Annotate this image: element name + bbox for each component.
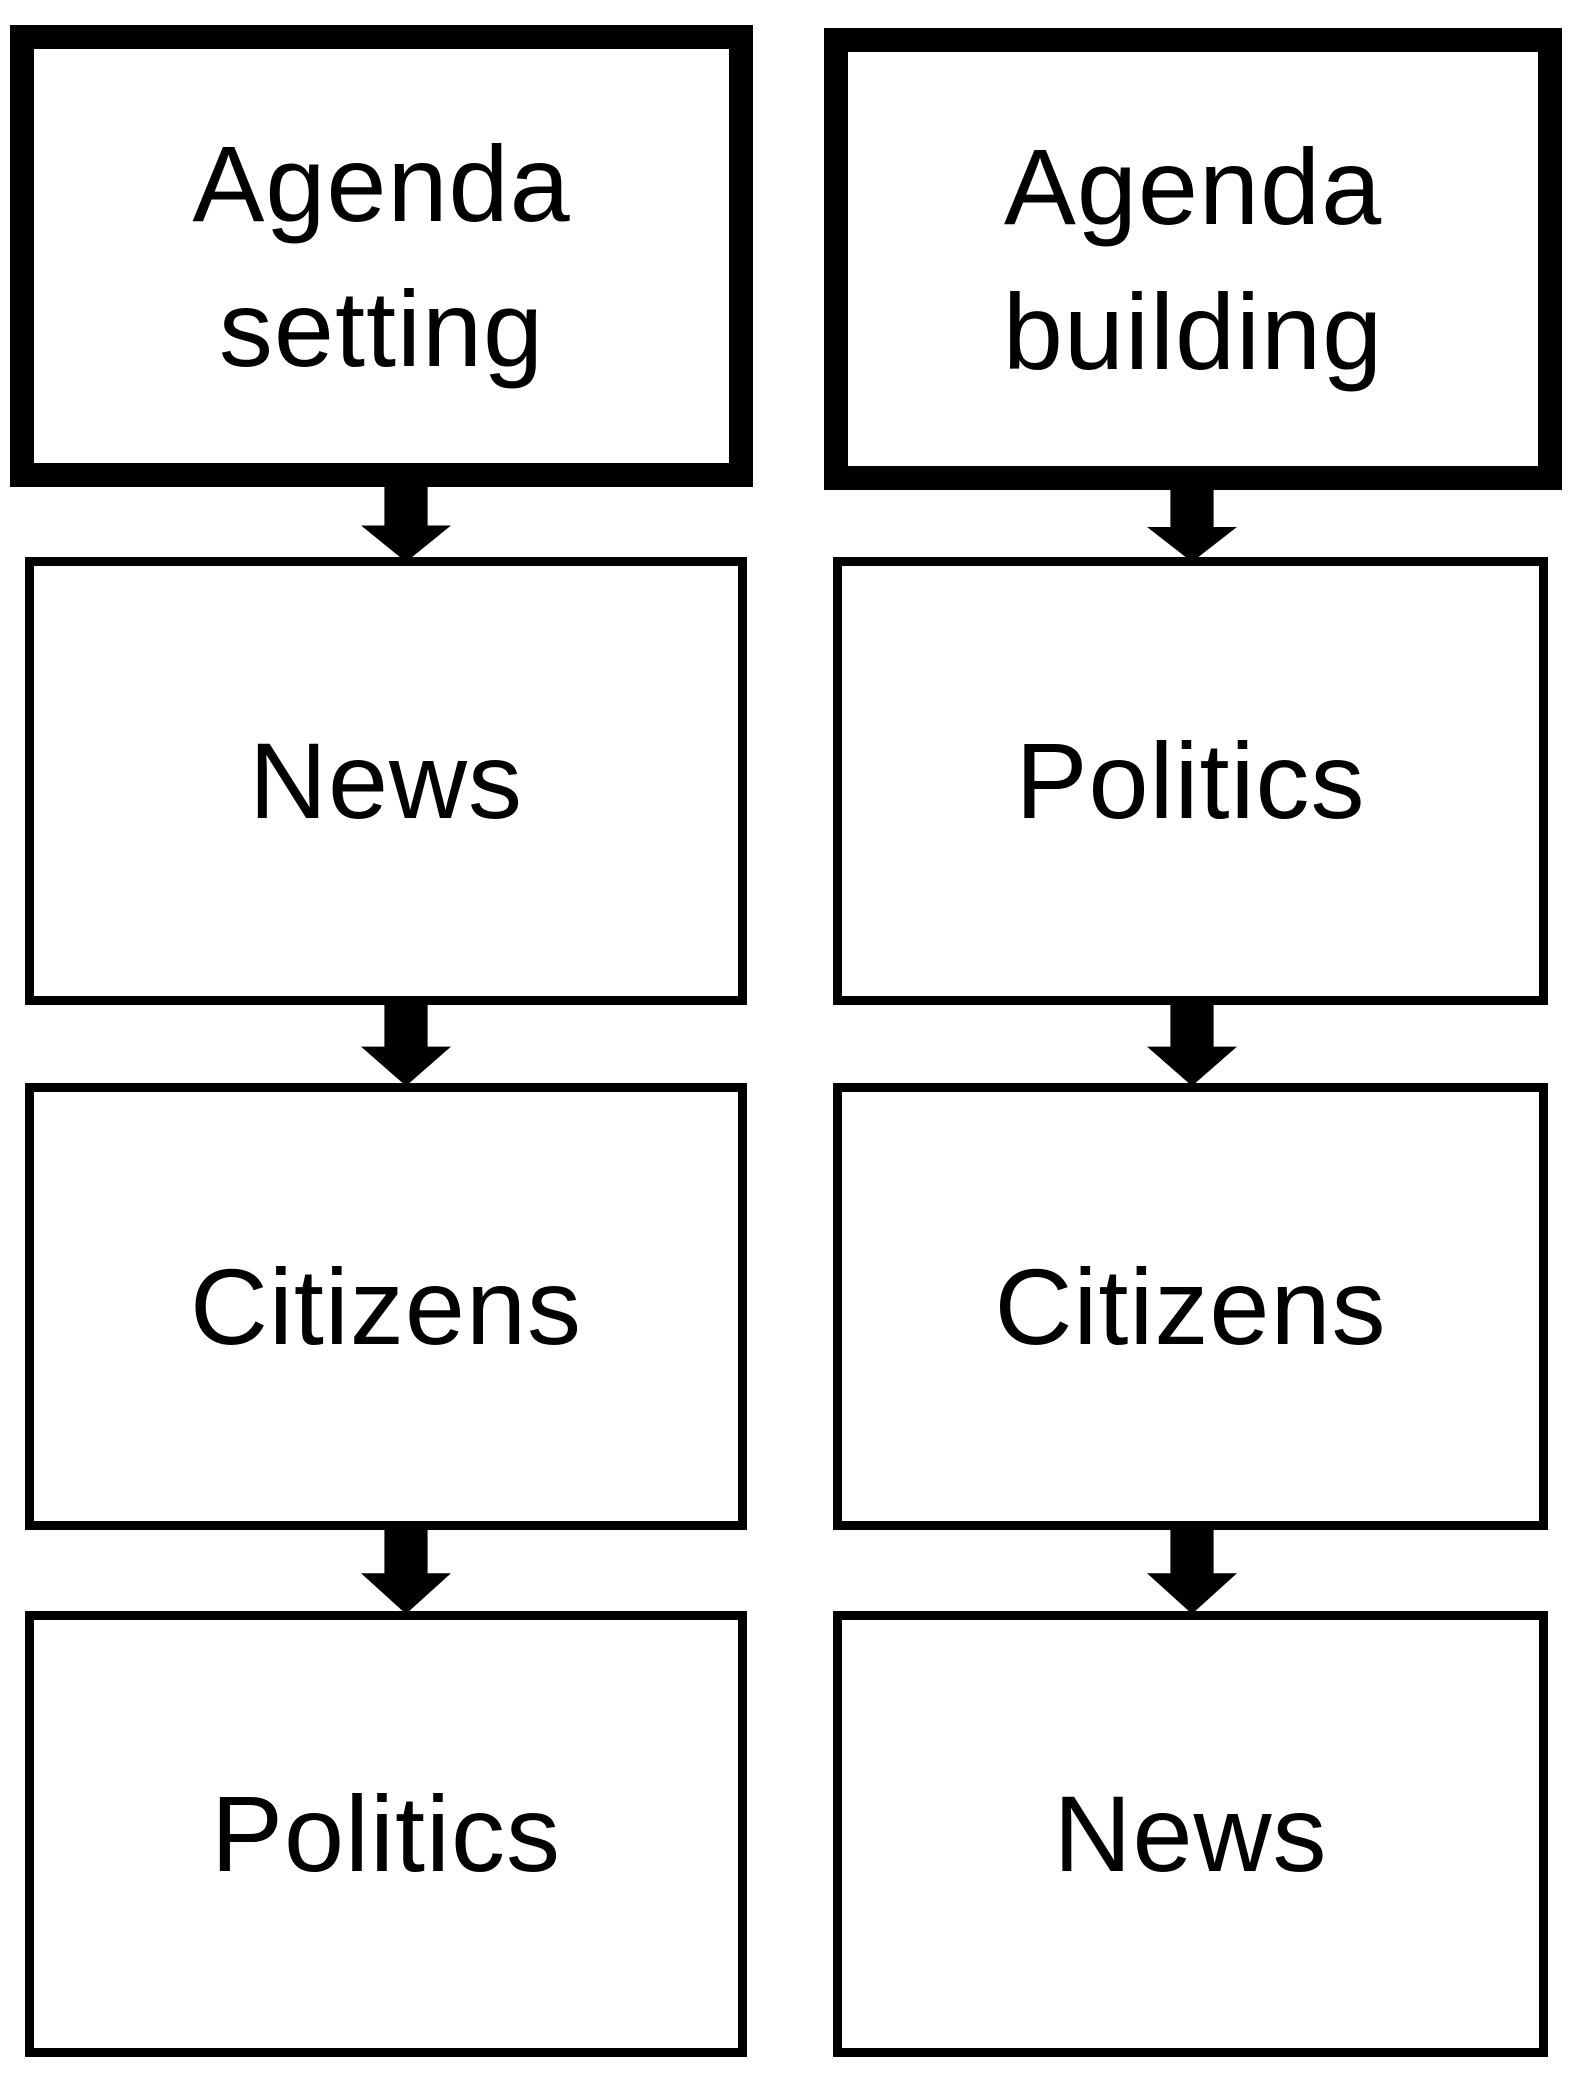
flow-box-politics-right: Politics: [833, 557, 1548, 1005]
flow-box-news-left: News: [25, 557, 747, 1005]
citizens-label-right: Citizens: [994, 1245, 1387, 1367]
agenda-setting-label: Agenda setting: [192, 111, 570, 401]
news-label-right: News: [1053, 1773, 1328, 1894]
flow-box-agenda-building: Agenda building: [824, 28, 1562, 490]
politics-label-left: Politics: [210, 1773, 562, 1894]
flow-box-politics-left: Politics: [25, 1611, 747, 2057]
flow-box-news-right: News: [833, 1611, 1548, 2057]
agenda-building-line-1: Agenda: [1003, 126, 1383, 247]
down-arrow-icon: [361, 486, 451, 562]
citizens-label-left: Citizens: [189, 1245, 583, 1367]
down-arrow-icon: [1147, 1004, 1237, 1086]
flow-box-agenda-setting: Agenda setting: [10, 25, 753, 487]
politics-label-right: Politics: [1015, 720, 1366, 841]
news-label-left: News: [248, 720, 524, 841]
down-arrow-icon: [361, 1529, 451, 1614]
agenda-setting-line-2: setting: [218, 268, 545, 389]
down-arrow-icon: [1147, 489, 1237, 562]
flow-box-citizens-right: Citizens: [833, 1083, 1548, 1530]
agenda-building-label: Agenda building: [1003, 114, 1383, 404]
down-arrow-icon: [1147, 1529, 1237, 1614]
agenda-setting-line-1: Agenda: [192, 123, 571, 244]
agenda-building-line-2: building: [1002, 271, 1384, 392]
flow-box-citizens-left: Citizens: [25, 1083, 747, 1530]
down-arrow-icon: [361, 1004, 451, 1086]
